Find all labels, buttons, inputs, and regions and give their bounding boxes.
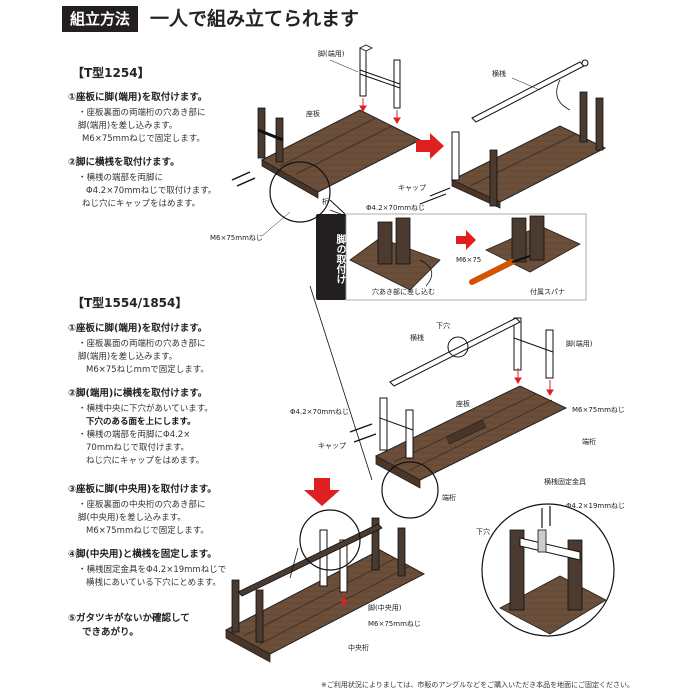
label-spanner: 付属スパナ — [530, 287, 565, 296]
text-line: 脚(端用)を差し込みます。 — [78, 352, 178, 362]
inset-leg-mounting: 穴あき部に差し込む M6×75 付属スパナ — [345, 213, 587, 301]
text-line: ・座板裏面の中央桁の穴あき部に — [78, 500, 206, 510]
text-line: M6×75mmねじで固定します。 — [86, 526, 209, 536]
diagram-s1-seat: 脚(端用) 座板 桁 M6×75mmねじ — [210, 44, 422, 242]
detail-bracket: 横桟固定金具 Φ4.2×19mmねじ 下穴 — [476, 477, 625, 637]
text-line: ・座板裏面の両端桁の穴あき部に — [78, 108, 206, 118]
label-end-keta2: 端桁 — [442, 493, 456, 502]
diagram-s2-seat: 横桟 下穴 脚(端用) Φ4.2×70mmねじ キャップ 座板 M6×75mmね… — [290, 317, 625, 519]
label-leg-end2: 脚(端用) — [566, 339, 593, 348]
section2-step4-title: ④脚(中央用)と横桟を固定します。 — [68, 549, 217, 560]
text-line: ・横桟中央に下穴があいています。 — [78, 404, 213, 414]
section2-step2-title: ②脚(端用)に横桟を取付けます。 — [68, 388, 208, 399]
label-yokosan: 横桟 — [492, 69, 506, 78]
text-line: ・座板裏面の両端桁の穴あき部に — [78, 339, 206, 349]
label-screw-70: Φ4.2×70mmねじ — [366, 204, 425, 212]
section1-title: 【T型1254】 — [72, 66, 150, 80]
section1-step1-text: ・座板裏面の両端桁の穴あき部に 脚(端用)を差し込みます。 M6×75mmねじで… — [78, 107, 206, 146]
section1-step2-text: ・横桟の端部を両脚に Φ4.2×70mmねじで取付けます。 ねじ穴にキャップをは… — [78, 172, 216, 211]
section2-step1-title: ①座板に脚(端用)を取付けます。 — [68, 323, 208, 334]
text-line: ・横桟の端部を両脚に — [78, 173, 164, 183]
section1-step1-title: ①座板に脚(端用)を取付けます。 — [68, 92, 208, 103]
label-screw-m6b: M6×75mmねじ — [572, 406, 625, 414]
header-title: 一人で組み立てられます — [150, 8, 360, 30]
label-screw-70b: Φ4.2×70mmねじ — [290, 408, 349, 416]
text-line: ねじ穴にキャップをはめます。 — [82, 199, 201, 209]
label-shitaana2: 下穴 — [476, 527, 490, 536]
label-leg-center: 脚(中央用) — [368, 603, 402, 612]
label-seat: 座板 — [306, 109, 320, 118]
section1-step2-title: ②脚に横桟を取付けます。 — [68, 157, 180, 168]
section2-step3-title: ③座板に脚(中央用)を取付けます。 — [68, 484, 217, 495]
text-line: Φ4.2×70mmねじで取付けます。 — [86, 186, 217, 196]
section2-step5-title2: できあがり。 — [82, 627, 139, 638]
section2-step2-text: ・横桟中央に下穴があいています。 下穴のある面を上にします。 ・横桟の端部を両脚… — [78, 403, 213, 468]
label-leg-end: 脚(端用) — [318, 49, 345, 58]
text-line: 横桟にあいている下穴にとめます。 — [86, 578, 221, 588]
arrow-right-icon — [416, 133, 444, 159]
label-cap: キャップ — [398, 184, 426, 192]
section2-step1-text: ・座板裏面の両端桁の穴あき部に 脚(端用)を差し込みます。 M6×75ねじmmで… — [78, 338, 209, 377]
label-center-keta: 中央桁 — [348, 643, 369, 652]
text-line: 脚(端用)を差し込みます。 — [78, 121, 178, 131]
header-tag: 組立方法 — [62, 6, 138, 32]
arrow-down-icon — [304, 478, 340, 506]
text-line: 下穴のある面を上にします。 — [86, 417, 196, 427]
label-screw-19: Φ4.2×19mmねじ — [566, 502, 625, 510]
label-yokosan2: 横桟 — [410, 333, 424, 342]
label-m6x75: M6×75 — [456, 256, 481, 264]
label-cap2: キャップ — [318, 442, 346, 450]
label-end-keta: 端桁 — [582, 437, 596, 446]
footnote: ※ご利用状況によりましては、市販のアングルなどをご購入いただき本品を地面にご固定… — [321, 681, 634, 689]
text-line: ・横桟固定金具をΦ4.2×19mmねじで — [78, 565, 227, 575]
section2-step3-text: ・座板裏面の中央桁の穴あき部に 脚(中央用)を差し込みます。 M6×75mmねじ… — [78, 499, 209, 538]
section2-step5-title: ⑤ガタツキがないか確認して — [68, 613, 190, 624]
text-line: ・横桟の端部を両脚にΦ4.2× — [78, 430, 191, 440]
diagram-s2-center-leg: 脚(中央用) M6×75mmねじ 中央桁 — [224, 509, 426, 663]
text-line: ねじ穴にキャップをはめます。 — [86, 456, 205, 466]
section2-title: 【T型1554/1854】 — [72, 296, 188, 310]
text-line: M6×75mmねじで固定します。 — [82, 134, 205, 144]
label-seat2: 座板 — [456, 399, 470, 408]
label-shitaana: 下穴 — [436, 321, 450, 330]
section2-step4-text: ・横桟固定金具をΦ4.2×19mmねじで 横桟にあいている下穴にとめます。 — [78, 564, 226, 590]
label-bracket: 横桟固定金具 — [544, 477, 586, 486]
label-keta: 桁 — [322, 197, 329, 206]
label-screw-m6c: M6×75mmねじ — [368, 620, 421, 628]
inset-tab: 脚の取付け — [316, 214, 346, 300]
text-line: 70mmねじで取付けます。 — [86, 443, 190, 453]
arrow-right-icon — [456, 230, 476, 250]
text-line: 脚(中央用)を差し込みます。 — [78, 513, 186, 523]
label-screw-m6: M6×75mmねじ — [210, 234, 263, 242]
text-line: M6×75ねじmmで固定します。 — [86, 365, 209, 375]
diagram-s1-crossbar: 横桟 キャップ Φ4.2×70mmねじ — [366, 59, 607, 212]
label-hole-insert: 穴あき部に差し込む — [372, 287, 435, 296]
